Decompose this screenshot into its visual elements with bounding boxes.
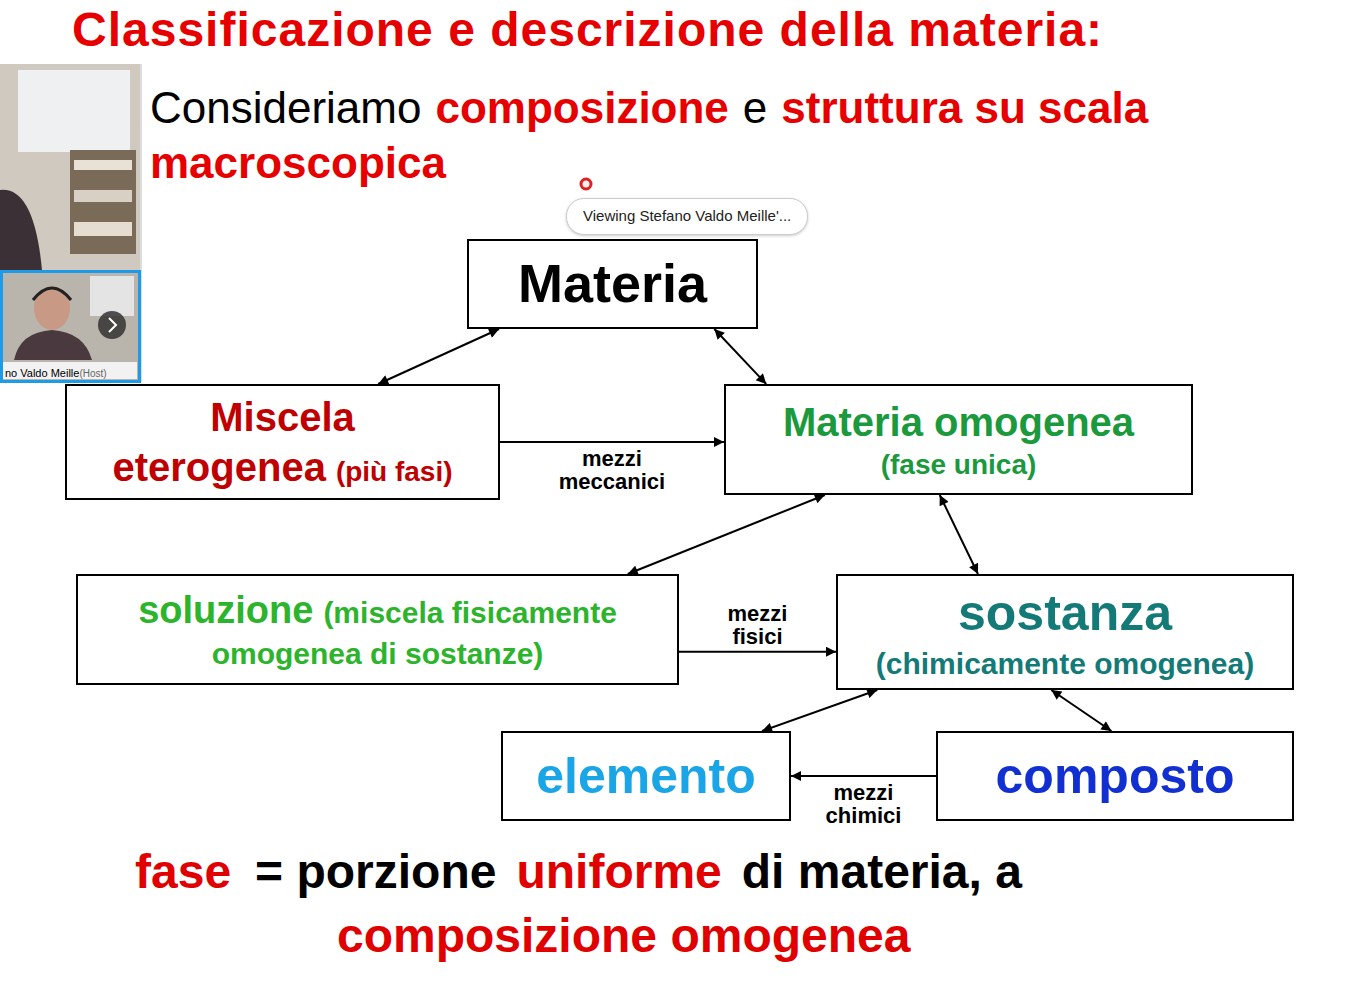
chevron: [109, 318, 116, 332]
connector-arrow: [791, 775, 936, 777]
next-button: [98, 311, 126, 339]
edge-label: mezzi fisici: [708, 602, 808, 648]
subtitle-keyword: composizione: [435, 83, 728, 132]
subtitle-word: Consideriamo: [150, 83, 421, 132]
node-text: (chimicamente omogenea): [850, 645, 1280, 683]
connector-arrow: [500, 441, 724, 443]
text-block: sostanza(chimicamente omogenea): [850, 582, 1280, 682]
node-text: soluzione: [138, 589, 313, 631]
books: [74, 222, 132, 236]
subtitle: Consideriamocomposizioneestruttura su sc…: [150, 80, 1330, 190]
definition-keyword: uniforme: [516, 845, 721, 898]
edge-label: mezzi chimici: [809, 781, 919, 827]
person: [0, 190, 42, 270]
solution-box: soluzione(miscela fisicamente omogenea d…: [76, 574, 679, 685]
person-body: [14, 330, 92, 360]
node-text: Miscela eterogenea: [112, 395, 354, 489]
text-block: elemento: [515, 745, 777, 808]
window: [18, 70, 130, 152]
connector-arrow: [714, 329, 766, 384]
definition-line: composizione omogenea: [337, 906, 910, 966]
participant-name: no Valdo Meille: [5, 367, 79, 379]
definition-line: fase = porzione uniforme di materia, a: [135, 842, 1022, 902]
webcam-name: no Valdo Meille(Host): [5, 363, 137, 381]
host-tag: (Host): [79, 368, 106, 379]
connector-arrow: [679, 651, 836, 653]
text-block: Miscela eterogenea(più fasi): [79, 392, 486, 492]
node-text: elemento: [515, 745, 777, 808]
node-text: (fase unica): [738, 447, 1179, 482]
text-block: Materia omogenea(fase unica): [738, 397, 1179, 482]
definition-text: di materia, a: [742, 845, 1022, 898]
edge-label: mezzi meccanici: [547, 447, 677, 493]
node-text: composto: [950, 745, 1280, 808]
slide-title: Classificazione e descrizione della mate…: [72, 4, 1103, 57]
books: [74, 160, 132, 170]
node-text: Materia omogenea: [738, 397, 1179, 447]
person-head: [34, 286, 70, 330]
video-tile: [0, 64, 140, 270]
text-block: composto: [950, 745, 1280, 808]
cursor-dot: [581, 179, 591, 189]
connector-arrow: [378, 329, 499, 384]
root-box: Materia: [467, 239, 758, 329]
name-strip: [3, 362, 137, 379]
node-text: Materia: [481, 250, 744, 318]
connector-arrow: [940, 495, 978, 574]
webcam-panel: [0, 64, 142, 382]
compound-box: composto: [936, 731, 1294, 821]
node-text: sostanza: [850, 582, 1280, 645]
element-box: elemento: [501, 731, 791, 821]
subtitle-word: e: [743, 83, 767, 132]
definition-text: = porzione: [255, 845, 496, 898]
definition-keyword: composizione omogenea: [337, 909, 910, 962]
connector-arrow: [628, 495, 825, 574]
window: [90, 276, 134, 316]
node-text: (più fasi): [336, 456, 453, 487]
viewing-banner: Viewing Stefano Valdo Meille'...: [566, 198, 808, 235]
text-block: soluzione(miscela fisicamente omogenea d…: [90, 587, 665, 672]
mixture-box: Miscela eterogenea(più fasi): [65, 384, 500, 500]
bookshelf: [70, 150, 136, 254]
homogeneous-box: Materia omogenea(fase unica): [724, 384, 1193, 495]
books: [74, 190, 132, 202]
connector-arrow: [762, 690, 877, 731]
video-tile: [2, 272, 140, 382]
headset: [33, 288, 71, 300]
connector-arrow: [1051, 690, 1111, 731]
text-block: Materia: [481, 250, 744, 318]
definition-keyword: fase: [135, 845, 231, 898]
substance-box: sostanza(chimicamente omogenea): [836, 574, 1294, 690]
